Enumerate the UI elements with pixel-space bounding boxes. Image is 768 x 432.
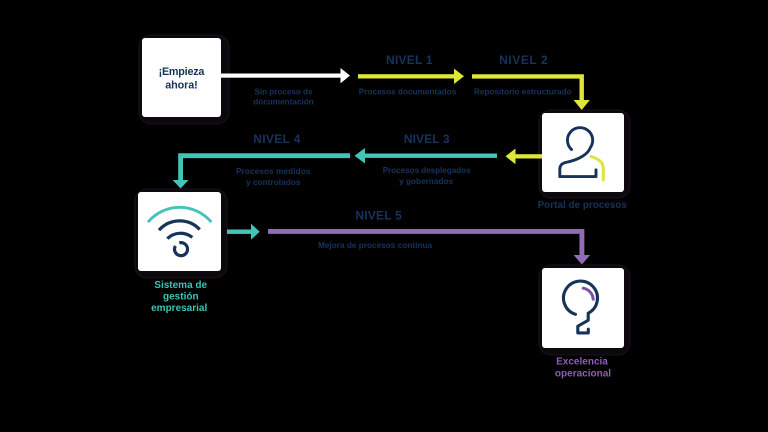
svg-text:Excelencia: Excelencia — [556, 357, 608, 368]
svg-text:y gobernados: y gobernados — [399, 177, 453, 186]
svg-text:Portal de procesos: Portal de procesos — [538, 200, 627, 211]
svg-text:documentación: documentación — [253, 98, 314, 107]
svg-text:gestión: gestión — [163, 292, 199, 303]
svg-text:Repositorio estructurado: Repositorio estructurado — [474, 88, 572, 97]
svg-text:Procesos medidos: Procesos medidos — [236, 167, 311, 176]
svg-text:NIVEL 5: NIVEL 5 — [355, 209, 402, 223]
svg-text:NIVEL 2: NIVEL 2 — [499, 53, 548, 67]
svg-text:NIVEL 1: NIVEL 1 — [386, 53, 433, 67]
svg-text:ahora!: ahora! — [165, 80, 197, 92]
svg-text:operacional: operacional — [555, 369, 611, 380]
svg-text:Sistema de: Sistema de — [154, 280, 207, 291]
svg-text:Procesos documentados: Procesos documentados — [359, 88, 457, 97]
svg-text:Mejora de procesos continua: Mejora de procesos continua — [318, 241, 433, 250]
svg-text:NIVEL 4: NIVEL 4 — [253, 132, 301, 146]
svg-text:Procesos desplegados: Procesos desplegados — [383, 166, 471, 175]
svg-text:empresarial: empresarial — [151, 303, 207, 314]
svg-text:Sin proceso de: Sin proceso de — [255, 88, 313, 97]
svg-text:y controlados: y controlados — [246, 178, 301, 187]
svg-text:¡Empieza: ¡Empieza — [159, 66, 206, 78]
svg-text:NIVEL 3: NIVEL 3 — [404, 132, 450, 146]
